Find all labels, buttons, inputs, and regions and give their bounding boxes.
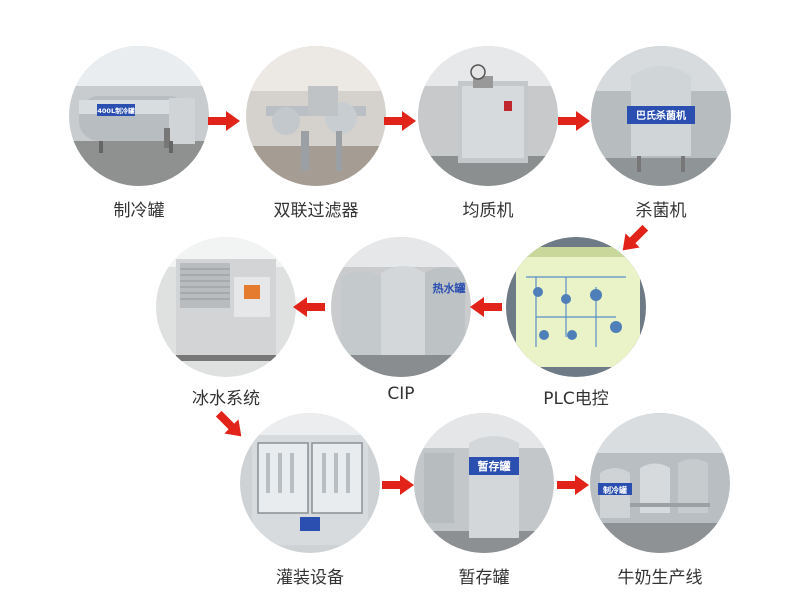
cip-tanks-photo: 热水罐 bbox=[331, 237, 471, 377]
duplex-filter-photo bbox=[246, 46, 386, 186]
homogenizer-photo bbox=[418, 46, 558, 186]
chiller-unit-photo bbox=[156, 237, 296, 377]
step-label-refrigeration-tank: 制冷罐 bbox=[113, 201, 165, 221]
step-label-cip: CIP bbox=[387, 384, 415, 404]
step-label-duplex-filter: 双联过滤器 bbox=[273, 201, 359, 221]
right-arrow-icon bbox=[556, 109, 592, 133]
refrigeration-tank-photo: 400L制冷罐 bbox=[69, 46, 209, 186]
right-arrow-icon bbox=[382, 109, 418, 133]
right-arrow-icon bbox=[555, 473, 591, 497]
left-arrow-icon bbox=[468, 295, 504, 319]
down-right-arrow-icon bbox=[209, 404, 251, 446]
storage-tank-sign: 暂存罐 bbox=[478, 459, 511, 473]
pasteurizer-sign: 巴氏杀菌机 bbox=[636, 109, 686, 122]
step-label-homogenizer: 均质机 bbox=[462, 201, 514, 221]
step-label-pasteurizer: 杀菌机 bbox=[635, 201, 687, 221]
milk-production-line-photo: 制冷罐 bbox=[590, 413, 730, 553]
plc-control-screen-photo bbox=[506, 237, 646, 377]
hot-water-tank-sign: 热水罐 bbox=[433, 281, 466, 295]
right-arrow-icon bbox=[380, 473, 416, 497]
step-label-chiller: 冰水系统 bbox=[192, 389, 260, 409]
step-label-plc: PLC电控 bbox=[543, 389, 609, 409]
left-arrow-icon bbox=[291, 295, 327, 319]
step-label-storage-tank: 暂存罐 bbox=[458, 568, 510, 588]
step-label-milk-line: 牛奶生产线 bbox=[617, 568, 703, 588]
tank-sign: 400L制冷罐 bbox=[97, 106, 135, 115]
filling-machine-photo bbox=[240, 413, 380, 553]
right-arrow-icon bbox=[206, 109, 242, 133]
pasteurizer-photo: 巴氏杀菌机 bbox=[591, 46, 731, 186]
down-left-arrow-icon bbox=[613, 218, 655, 260]
step-label-filling: 灌装设备 bbox=[276, 568, 344, 588]
line-tank-sign: 制冷罐 bbox=[603, 485, 627, 495]
storage-tank-photo: 暂存罐 bbox=[414, 413, 554, 553]
